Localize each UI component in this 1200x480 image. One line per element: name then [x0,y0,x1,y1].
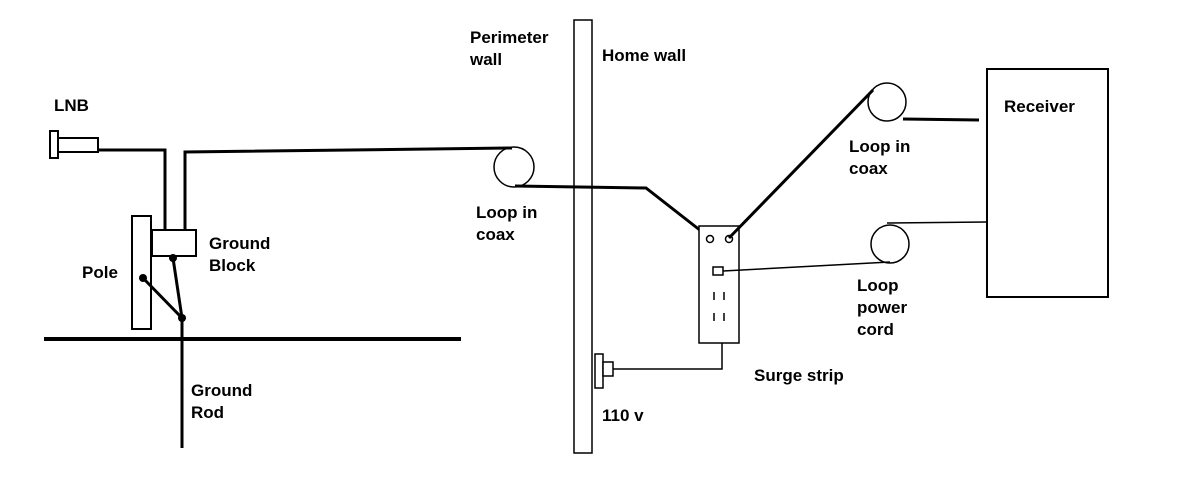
power-cord-loop-to-strip [722,261,891,272]
surge-strip-cord [612,343,723,370]
label-receiver: Receiver [1004,97,1075,116]
power-cord-receiver-to-loop [886,221,988,224]
wall-outlet-plug [594,353,614,389]
coax-lnb-to-ground-block [98,148,167,230]
power-cord-loop [870,224,910,264]
coax-surge-to-receiver-loop [727,88,875,240]
coax-loop-outside [493,146,535,188]
label-ground-rod: Ground Rod [191,381,253,422]
label-perimeter-wall: Perimeter wall [470,28,549,69]
coax-ground-block-to-loop [183,146,513,230]
label-loop-power-cord: Loop power cord [857,276,908,339]
ground-block [151,229,197,257]
pole [131,215,152,330]
coax-to-surge-strip [514,184,711,240]
coax-loop-to-receiver [902,117,980,122]
label-lnb: LNB [54,96,89,115]
surge-strip [698,225,740,344]
lnb-device [49,130,99,159]
label-outlet-voltage: 110 v [602,406,644,425]
receiver-box [986,68,1109,298]
label-pole: Pole [82,263,118,282]
label-loop-coax-outside: Loop in coax [476,203,538,244]
coax-loop-receiver [867,82,907,122]
ground-bond-wires [139,254,186,322]
perimeter-wall [573,19,593,454]
label-home-wall: Home wall [602,46,687,65]
label-ground-block: Ground Block [209,234,271,275]
label-loop-coax-receiver: Loop in coax [849,137,911,178]
label-surge-strip: Surge strip [754,366,844,385]
